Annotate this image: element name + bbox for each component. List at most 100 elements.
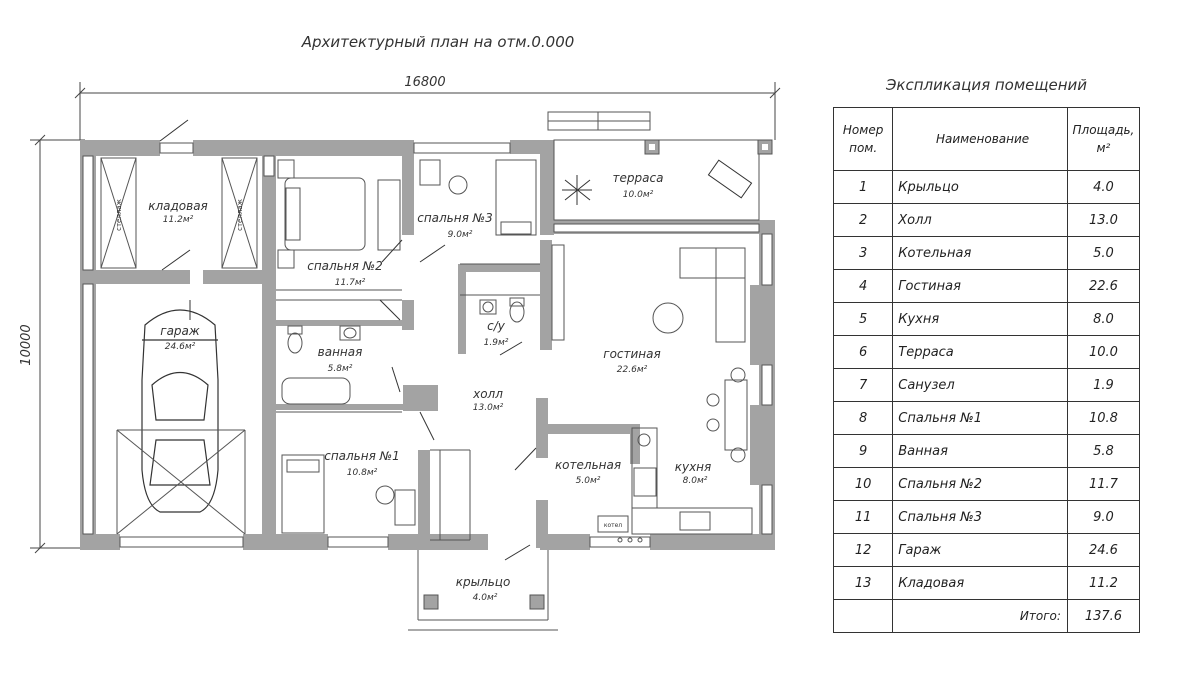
row-area: 5.0 [1066,236,1141,270]
terrace-column-cores [649,144,768,150]
room-area-krylco: 4.0м² [473,593,498,603]
row-number: 11 [832,500,894,534]
sun-lounger-icon [707,159,753,199]
row-number: 5 [832,302,894,336]
row-name: Санузел [892,368,1068,402]
wc-fixtures [479,297,525,323]
row-number: 12 [832,533,894,567]
row-name: Спальня №1 [892,401,1068,435]
dimension-height [30,134,85,554]
total-value: 137.6 [1066,599,1141,633]
garage-door-marks [116,429,246,535]
header-area: Площадь, м² [1066,107,1141,171]
tv-unit [551,244,565,341]
room-area-spalnya1: 10.8м² [347,468,378,478]
row-area: 10.8 [1066,401,1141,435]
row-number: 4 [832,269,894,303]
row-area: 22.6 [1066,269,1141,303]
partition-lines [276,263,540,541]
boiler-label: котел [604,522,622,529]
row-number: 10 [832,467,894,501]
room-name-vannaya: ванная [318,345,363,359]
room-area-kladovaya: 11.2м² [163,215,194,225]
room-name-spalnya2: спальня №2 [307,259,383,273]
sofa-icon [679,247,746,343]
room-area-gostinaya: 22.6м² [617,365,648,375]
room-area-kotelnaya: 5.0м² [576,476,601,486]
row-name: Гостиная [892,269,1068,303]
bed-icon [277,159,366,269]
room-area-garazh: 24.6м² [165,342,196,352]
row-name: Кухня [892,302,1068,336]
explication-total-row: Итого: 137.6 [832,599,1141,633]
row-name: Крыльцо [892,170,1068,204]
room-name-garazh: гараж [160,324,200,338]
room-area-vannaya: 5.8м² [328,364,353,374]
coffee-table [652,302,684,334]
car-icon [141,309,219,513]
terrace-columns [644,139,773,155]
room-area-terrasa: 10.0м² [623,190,654,200]
row-area: 11.2 [1066,566,1141,600]
room-name-su: с/у [487,319,506,333]
row-area: 11.7 [1066,467,1141,501]
room-area-kuhnya: 8.0м² [683,476,708,486]
row-name: Ванная [892,434,1068,468]
floor-plan: Архитектурный план на отм.0.000 16800 10… [19,33,781,631]
room-area-spalnya2: 11.7м² [335,278,366,288]
porch-columns [423,594,545,610]
room-name-holl: холл [472,387,503,401]
row-area: 10.0 [1066,335,1141,369]
row-area: 13.0 [1066,203,1141,237]
explication-title: Экспликация помещений [885,76,1088,94]
header-number: Номер пом. [832,107,894,171]
row-area: 9.0 [1066,500,1141,534]
row-area: 24.6 [1066,533,1141,567]
storage-racks [100,157,258,269]
dimension-width-label: 16800 [404,75,445,90]
row-area: 1.9 [1066,368,1141,402]
room-name-kotelnaya: котельная [555,458,621,472]
row-number: 13 [832,566,894,600]
rack-label-right: стеллаж [236,198,244,230]
windows [82,142,773,548]
dimension-height-label: 10000 [19,324,34,365]
room-name-spalnya3: спальня №3 [417,211,493,225]
toilet-icon [287,325,361,354]
room-area-su: 1.9м² [484,338,509,348]
row-name: Холл [892,203,1068,237]
row-area: 4.0 [1066,170,1141,204]
row-name: Терраса [892,335,1068,369]
porch [408,550,558,631]
total-empty-cell [832,599,894,633]
room-name-gostinaya: гостиная [603,347,660,361]
room-name-terrasa: терраса [613,171,664,185]
row-name: Спальня №3 [892,500,1068,534]
rack-label-left: стеллаж [115,198,123,230]
room-name-kladovaya: кладовая [148,199,208,213]
row-name: Гараж [892,533,1068,567]
total-label: Итого: [892,599,1068,633]
row-number: 9 [832,434,894,468]
row-name: Спальня №2 [892,467,1068,501]
row-area: 5.8 [1066,434,1141,468]
row-name: Кладовая [892,566,1068,600]
dining-table [706,367,748,463]
room-name-spalnya1: спальня №1 [324,449,400,463]
room-name-kuhnya: кухня [675,460,712,474]
row-number: 1 [832,170,894,204]
door-swings [159,119,537,561]
inner-walls [276,140,770,548]
